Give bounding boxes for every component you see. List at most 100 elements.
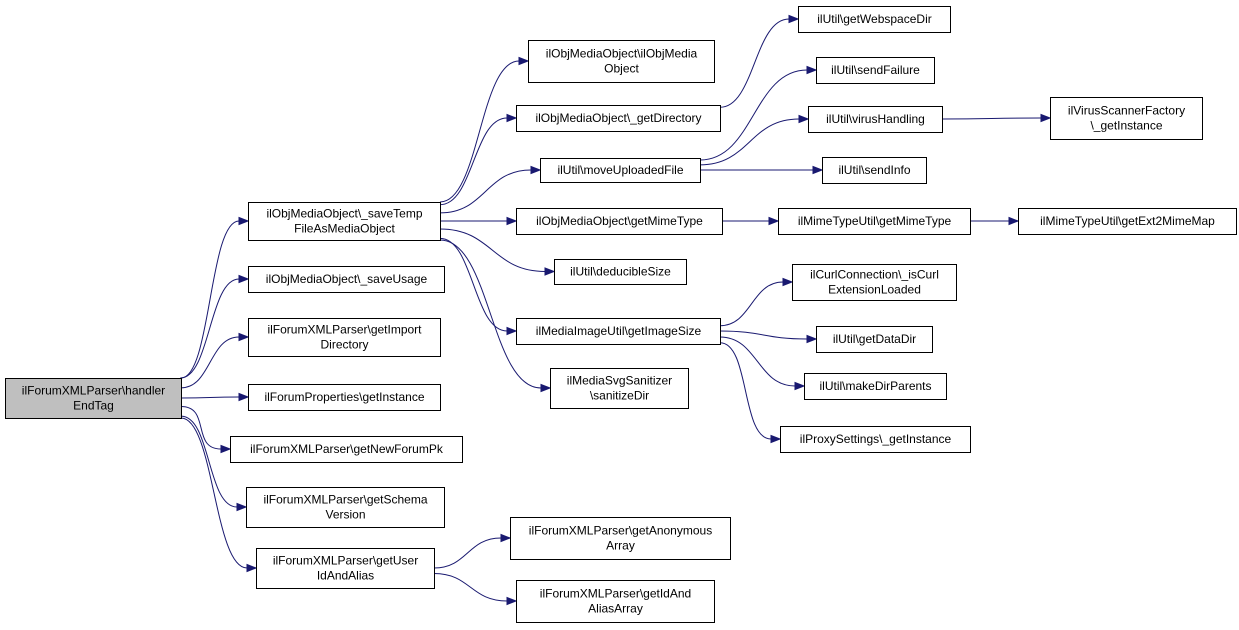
node-ext2mime[interactable]: ilMimeTypeUtil\getExt2MimeMap <box>1018 208 1237 235</box>
node-save-usage[interactable]: ilObjMediaObject\_saveUsage <box>248 266 445 293</box>
edge-get-image-size-to-make-dir-parents <box>719 336 796 387</box>
node-virus-scanner[interactable]: ilVirusScannerFactory\_getInstance <box>1050 97 1203 140</box>
node-box <box>816 57 935 84</box>
edge-get-directory-to-webspace-dir <box>719 18 790 108</box>
arrow-head <box>782 277 794 287</box>
node-webspace-dir[interactable]: ilUtil\getWebspaceDir <box>798 6 951 33</box>
node-svg-sanitizer[interactable]: ilMediaSvgSanitizer\sanitizeDir <box>550 368 689 409</box>
arrow-head <box>770 434 782 444</box>
node-box <box>246 487 445 528</box>
edge-save-temp-to-move-uploaded <box>439 169 532 214</box>
node-label: AliasArray <box>588 602 643 616</box>
edge-root-to-schema-version <box>180 415 238 508</box>
node-label: ilUtil\sendFailure <box>831 63 920 77</box>
node-new-forum-pk[interactable]: ilForumXMLParser\getNewForumPk <box>230 436 463 463</box>
node-label: ilCurlConnection\_isCurl <box>810 268 939 282</box>
arrow-head <box>812 165 824 175</box>
node-get-image-size[interactable]: ilMediaImageUtil\getImageSize <box>516 318 721 345</box>
arrow-head <box>238 332 250 342</box>
node-label: ilForumXMLParser\getSchema <box>263 493 427 507</box>
edge-save-temp-to-ctor <box>439 60 520 203</box>
node-label: Object <box>604 62 639 76</box>
arrow-head <box>506 596 518 606</box>
node-box <box>248 202 441 241</box>
node-label: ilUtil\makeDirParents <box>819 379 931 393</box>
node-box <box>554 259 687 285</box>
arrow-head <box>518 56 530 66</box>
edge-root-to-new-forum-pk <box>180 406 222 450</box>
node-box <box>510 517 731 560</box>
node-box <box>516 580 715 623</box>
node-label: ilForumProperties\getInstance <box>264 390 424 404</box>
node-deducible-size[interactable]: ilUtil\deducibleSize <box>554 259 687 285</box>
node-label: ilMediaImageUtil\getImageSize <box>536 324 702 338</box>
node-label: ilForumXMLParser\getImport <box>267 323 422 337</box>
node-move-uploaded[interactable]: ilUtil\moveUploadedFile <box>540 158 701 183</box>
node-ctor[interactable]: ilObjMediaObject\ilObjMediaObject <box>528 40 715 83</box>
edge-virus-handling-to-virus-scanner <box>941 117 1042 120</box>
arrow-head <box>806 65 818 75</box>
arrow-head <box>544 267 556 276</box>
node-mime-type-util[interactable]: ilMimeTypeUtil\getMimeType <box>778 208 971 235</box>
node-box <box>540 158 701 183</box>
node-label: ilForumXMLParser\getAnonymous <box>529 524 712 538</box>
node-label: ilUtil\sendInfo <box>838 163 910 177</box>
node-box <box>1018 208 1237 235</box>
node-box <box>248 266 445 293</box>
edge-root-to-save-temp <box>180 220 240 379</box>
node-proxy[interactable]: ilProxySettings\_getInstance <box>780 426 971 453</box>
node-box <box>256 548 435 589</box>
node-label: ilUtil\getWebspaceDir <box>817 12 932 26</box>
edge-get-image-size-to-curl <box>719 281 784 327</box>
node-label: FileAsMediaObject <box>294 222 395 236</box>
node-send-info[interactable]: ilUtil\sendInfo <box>822 157 927 184</box>
arrow-head <box>238 274 250 284</box>
arrow-head <box>798 114 810 124</box>
call-edges <box>180 14 1052 606</box>
arrow-head <box>506 113 518 123</box>
edge-root-to-get-import-dir <box>180 336 240 389</box>
edge-save-temp-to-svg-sanitizer <box>439 239 542 389</box>
node-virus-handling[interactable]: ilUtil\virusHandling <box>808 106 943 133</box>
node-label: ExtensionLoaded <box>828 283 921 297</box>
arrow-head <box>236 502 248 512</box>
edge-move-uploaded-to-send-failure <box>699 69 808 161</box>
node-make-dir-parents[interactable]: ilUtil\makeDirParents <box>804 373 947 400</box>
node-box <box>5 378 182 419</box>
node-box <box>248 384 441 411</box>
edge-save-temp-to-deducible-size <box>439 228 546 272</box>
node-box <box>778 208 971 235</box>
node-forum-props[interactable]: ilForumProperties\getInstance <box>248 384 441 411</box>
node-box <box>780 426 971 453</box>
node-label: ilObjMediaObject\_saveTemp <box>266 207 422 221</box>
arrow-head <box>220 444 232 454</box>
arrow-head <box>238 392 250 402</box>
node-get-mime-type[interactable]: ilObjMediaObject\getMimeType <box>516 208 723 235</box>
node-save-temp[interactable]: ilObjMediaObject\_saveTempFileAsMediaObj… <box>248 202 441 241</box>
node-box <box>516 105 721 132</box>
node-label: ilForumXMLParser\handler <box>22 384 165 398</box>
node-label: ilMimeTypeUtil\getMimeType <box>798 214 952 228</box>
node-get-directory[interactable]: ilObjMediaObject\_getDirectory <box>516 105 721 132</box>
node-label: \sanitizeDir <box>590 389 649 403</box>
node-box <box>804 373 947 400</box>
node-label: ilObjMediaObject\ilObjMedia <box>546 47 698 61</box>
arrow-head <box>506 216 518 226</box>
node-label: ilVirusScannerFactory <box>1068 104 1185 118</box>
node-label: ilObjMediaObject\_getDirectory <box>535 111 701 125</box>
node-label: ilUtil\getDataDir <box>833 332 916 346</box>
node-label: Version <box>325 508 365 522</box>
edge-user-id-alias-to-id-alias-array <box>433 573 508 602</box>
edge-save-temp-to-get-directory <box>439 117 508 206</box>
node-data-dir[interactable]: ilUtil\getDataDir <box>816 326 933 353</box>
node-send-failure[interactable]: ilUtil\sendFailure <box>816 57 935 84</box>
